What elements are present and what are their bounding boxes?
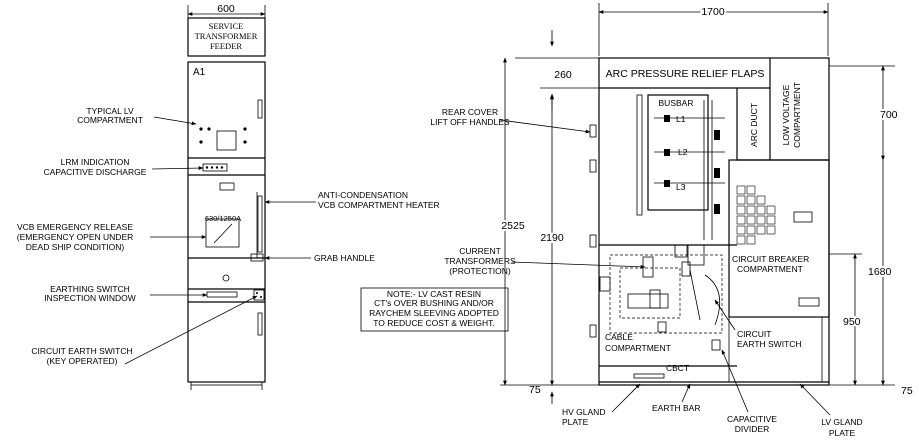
front-width-dim: 600 (217, 3, 235, 15)
lv-gland-label-1: LV GLAND (821, 417, 862, 427)
hv-gland-label-1: HV GLAND (562, 407, 605, 417)
vcb-release-label-3: DEAD SHIP CONDITION) (26, 242, 125, 252)
dim-top-left: 260 (554, 69, 572, 81)
ct-label-3: (PROTECTION) (449, 266, 511, 276)
header-line-3: FEEDER (210, 41, 242, 51)
lrm-label-1: LRM INDICATION (61, 157, 130, 167)
rating-label: 630/1250A (205, 214, 241, 223)
dim-right-top: 700 (880, 109, 898, 121)
hv-gland-label-2: PLATE (562, 417, 589, 427)
dim-width: 1700 (701, 6, 725, 18)
front-view: 600 SERVICE TRANSFORMER FEEDER A1 630/12… (17, 3, 440, 390)
note-box: NOTE:- LV CAST RESIN CT's OVER BUSHING A… (360, 287, 509, 332)
earth-bar-label: EARTH BAR (652, 403, 701, 413)
lv-gland-label-2: PLATE (829, 428, 856, 438)
grab-handle-label: GRAB HANDLE (314, 253, 375, 263)
rear-cover-label-1: REAR COVER (442, 107, 498, 117)
side-view: 1700 260 ARC PRESSURE RELIEF FLAPS ARC D… (430, 3, 913, 438)
capacitive-divider-label-1: CAPACITIVE (727, 414, 777, 424)
busbar-label: BUSBAR (659, 98, 694, 108)
breaker-label-1: CIRCUIT BREAKER (732, 254, 809, 264)
anti-condensation-label-1: ANTI-CONDENSATION (318, 190, 408, 200)
ct-label-1: CURRENT (459, 246, 501, 256)
circuit-earth-label-1: CIRCUIT (737, 329, 771, 339)
earthing-window-label-1: EARTHING SWITCH (50, 284, 130, 294)
earthing-window-label-2: INSPECTION WINDOW (44, 293, 136, 303)
note-line-3: RAYCHEM SLEEVING ADOPTED (369, 308, 499, 318)
vcb-release-label-1: VCB EMERGENCY RELEASE (17, 222, 133, 232)
capacitive-divider-label-2: DIVIDER (735, 424, 769, 434)
dim-bottom-right: 75 (901, 385, 913, 397)
lrm-label-2: CAPACITIVE DISCHARGE (44, 167, 147, 177)
lv-compartment-label-2: COMPARTMENT (77, 115, 143, 125)
header-line-1: SERVICE (209, 21, 244, 31)
panel-id: A1 (193, 67, 206, 78)
circuit-earth-label-2: EARTH SWITCH (737, 339, 802, 349)
breaker-label-2: COMPARTMENT (737, 264, 803, 274)
l2-label: L2 (678, 147, 688, 157)
breaker-grid (736, 185, 776, 245)
ct-label-2: TRANSFORMERS (444, 256, 516, 266)
dim-bottom-left: 75 (529, 384, 541, 396)
arc-duct-label: ARC DUCT (749, 103, 759, 147)
circuit-earth-key-label-1: CIRCUIT EARTH SWITCH (31, 346, 132, 356)
header-line-2: TRANSFORMER (195, 31, 258, 41)
note-line-1: NOTE:- LV CAST RESIN (387, 289, 481, 299)
lv-compartment-label-1: TYPICAL LV (86, 106, 134, 116)
vcb-release-label-2: (EMERGENCY OPEN UNDER (17, 232, 134, 242)
rear-cover-label-2: LIFT OFF HANDLES (430, 117, 510, 127)
low-voltage-label-2: COMPARTMENT (792, 82, 802, 148)
dim-right-mid: 1680 (868, 266, 892, 278)
cable-compartment-label-2: COMPARTMENT (605, 343, 671, 353)
note-line-4: TO REDUCE COST & WEIGHT. (373, 318, 495, 328)
l1-label: L1 (676, 114, 686, 124)
cbct-label: CBCT (666, 363, 689, 373)
cable-compartment-label-1: CABLE (605, 332, 633, 342)
note-line-2: CT's OVER BUSHING AND/OR (374, 298, 494, 308)
dim-total-height: 2525 (501, 220, 525, 232)
anti-condensation-label-2: VCB COMPARTMENT HEATER (318, 200, 440, 210)
dim-inner-height: 2190 (540, 232, 564, 244)
circuit-earth-key-label-2: (KEY OPERATED) (46, 356, 117, 366)
dim-right-low: 950 (843, 316, 861, 328)
l3-label: L3 (676, 182, 686, 192)
low-voltage-label-1: LOW VOLTAGE (781, 84, 791, 145)
arc-flaps-label: ARC PRESSURE RELIEF FLAPS (606, 68, 765, 80)
